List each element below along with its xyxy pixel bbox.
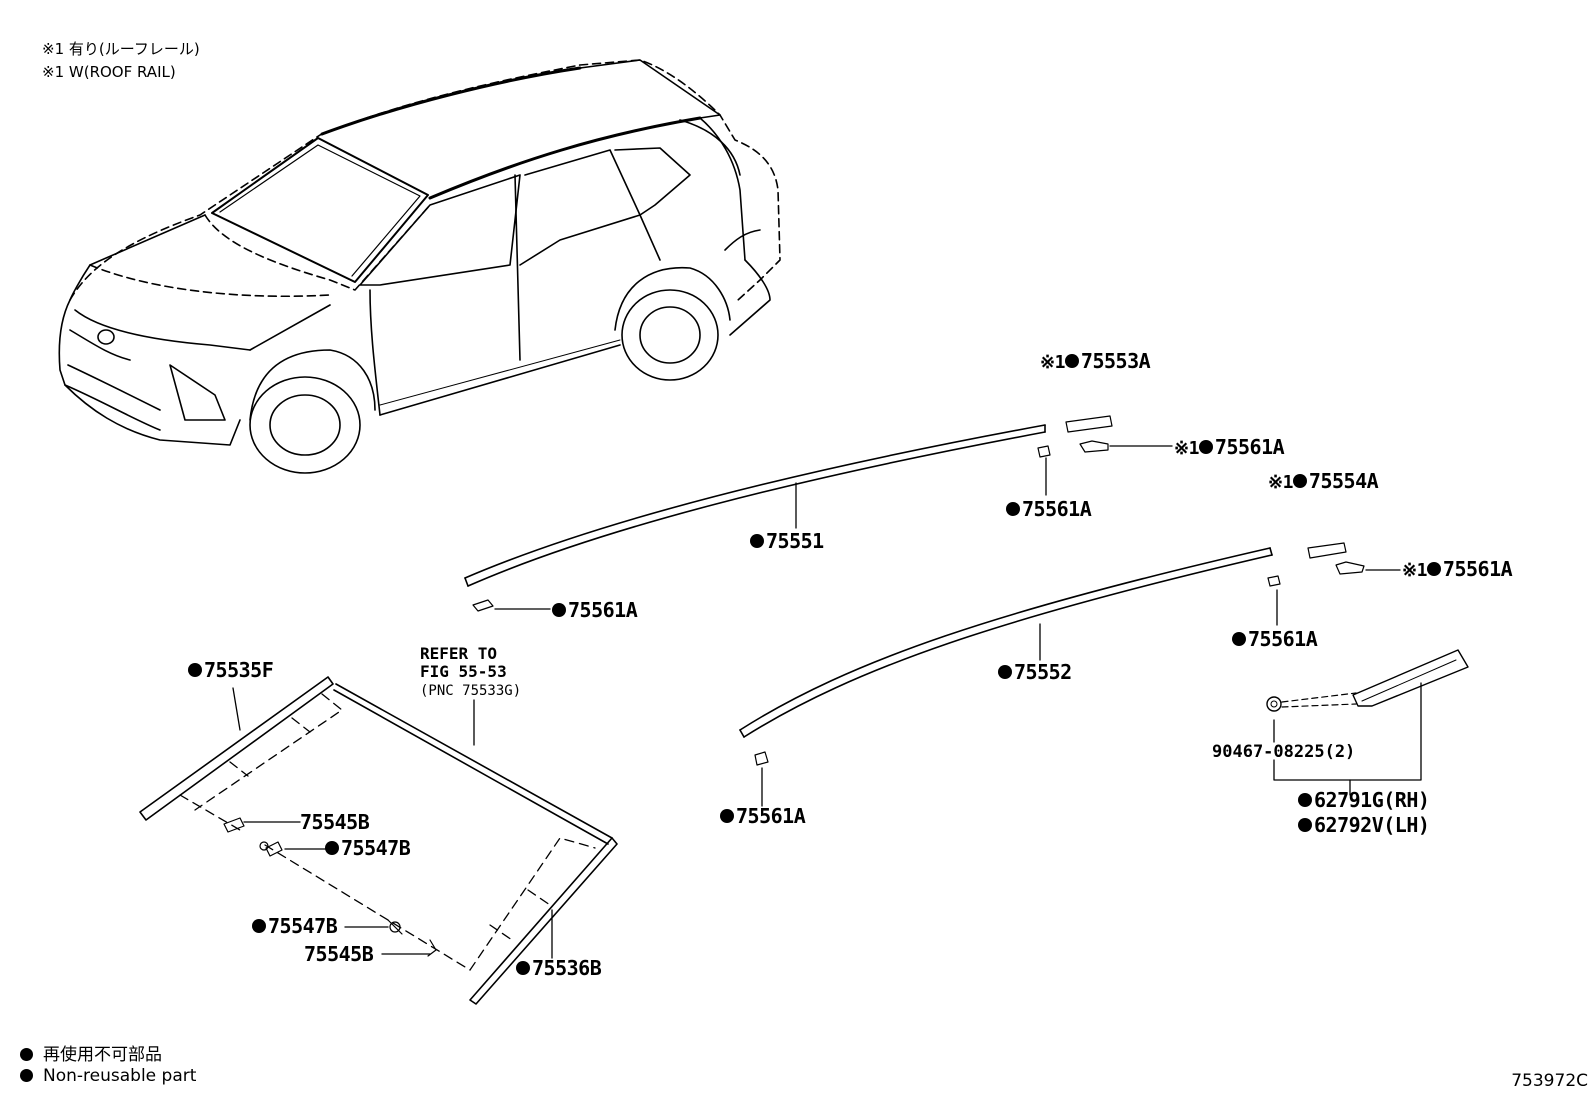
- part-number: 75547B: [268, 914, 338, 938]
- part-number: 62791G(RH): [1314, 788, 1430, 812]
- label-75561A-mid-right[interactable]: ※1 75561A: [1402, 557, 1513, 581]
- non-reusable-dot-icon: [1298, 818, 1312, 832]
- part-number: 75561A: [736, 804, 806, 828]
- non-reusable-dot-icon: [750, 534, 764, 548]
- part-number: 75545B: [300, 810, 370, 834]
- remark-mark: ※1: [1174, 438, 1199, 459]
- part-number: 62792V(LH): [1314, 813, 1430, 837]
- non-reusable-dot-icon: [1198, 440, 1213, 454]
- note-jp: ※1 有り(ルーフレール): [42, 40, 200, 58]
- non-reusable-dot-icon: [1232, 632, 1246, 646]
- refer-line3: (PNC 75533G): [420, 683, 522, 699]
- label-90467[interactable]: 90467-08225(2): [1212, 742, 1356, 762]
- part-number: 75545B: [304, 942, 374, 966]
- non-reusable-dot-icon: [998, 665, 1012, 679]
- part-number: 75561A: [568, 598, 638, 622]
- bullet-icon: [20, 1069, 33, 1082]
- vehicle-illustration: [58, 59, 781, 474]
- label-75561A-top-mid[interactable]: 75561A: [1006, 497, 1092, 521]
- non-reusable-dot-icon: [516, 961, 530, 975]
- remark-mark: ※1: [1268, 472, 1293, 493]
- part-number: 75561A: [1442, 557, 1513, 581]
- windshield-moulding-upper: [333, 683, 613, 845]
- legend-en: Non-reusable part: [20, 1066, 196, 1086]
- part-number: 75561A: [1248, 627, 1318, 651]
- part-number: 75535F: [204, 658, 274, 682]
- part-number: 75536B: [532, 956, 602, 980]
- non-reusable-dot-icon: [252, 919, 266, 933]
- part-number: 75552: [1014, 660, 1072, 684]
- refer-line1: REFER TO: [420, 644, 498, 663]
- label-75561A-left[interactable]: 75561A: [552, 598, 638, 622]
- label-62791G[interactable]: 62791G(RH): [1298, 788, 1430, 812]
- label-75561A-top-right[interactable]: ※1 75561A: [1174, 435, 1285, 459]
- label-75536B[interactable]: 75536B: [516, 956, 602, 980]
- label-75545B-2[interactable]: 75545B: [304, 942, 374, 966]
- legend-jp: 再使用不可部品: [20, 1040, 162, 1065]
- remark-mark: ※1: [1402, 560, 1427, 581]
- non-reusable-dot-icon: [1298, 793, 1312, 807]
- label-62792V[interactable]: 62792V(LH): [1298, 813, 1430, 837]
- label-75561A-mid[interactable]: 75561A: [1232, 627, 1318, 651]
- non-reusable-dot-icon: [325, 841, 339, 855]
- label-75535F[interactable]: 75535F: [188, 658, 274, 682]
- non-reusable-dot-icon: [720, 809, 734, 823]
- part-number: 75547B: [341, 836, 411, 860]
- remark-mark: ※1: [1040, 352, 1065, 373]
- non-reusable-dot-icon: [1426, 562, 1441, 576]
- part-number: 75553A: [1080, 349, 1151, 373]
- part-number: 75554A: [1308, 469, 1379, 493]
- label-75547B-2[interactable]: 75547B: [252, 914, 338, 938]
- roof-rail-lower: [739, 547, 1273, 738]
- non-reusable-dot-icon: [552, 603, 566, 617]
- illustration-code: 753972C: [1511, 1071, 1588, 1091]
- part-number: 75551: [766, 529, 824, 553]
- label-75547B-1[interactable]: 75547B: [325, 836, 411, 860]
- non-reusable-dot-icon: [188, 663, 202, 677]
- part-number: 75561A: [1214, 435, 1285, 459]
- non-reusable-dot-icon: [1292, 474, 1307, 488]
- roof-rail-upper: [464, 424, 1046, 587]
- part-number: 75561A: [1022, 497, 1092, 521]
- non-reusable-dot-icon: [1006, 502, 1020, 516]
- note-en: ※1 W(ROOF RAIL): [42, 63, 176, 81]
- label-75553A[interactable]: ※1 75553A: [1040, 349, 1151, 373]
- label-75552[interactable]: 75552: [998, 660, 1072, 684]
- bullet-icon: [20, 1048, 33, 1061]
- front-pillar-moulding-left: [139, 676, 334, 821]
- front-pillar-moulding-right: [469, 837, 618, 1005]
- label-75561A-bottom[interactable]: 75561A: [720, 804, 806, 828]
- non-reusable-dot-icon: [1064, 354, 1079, 368]
- label-75551[interactable]: 75551: [750, 529, 824, 553]
- label-75545B-1[interactable]: 75545B: [300, 810, 370, 834]
- refer-line2: FIG 55-53: [420, 662, 507, 681]
- label-75554A[interactable]: ※1 75554A: [1268, 469, 1379, 493]
